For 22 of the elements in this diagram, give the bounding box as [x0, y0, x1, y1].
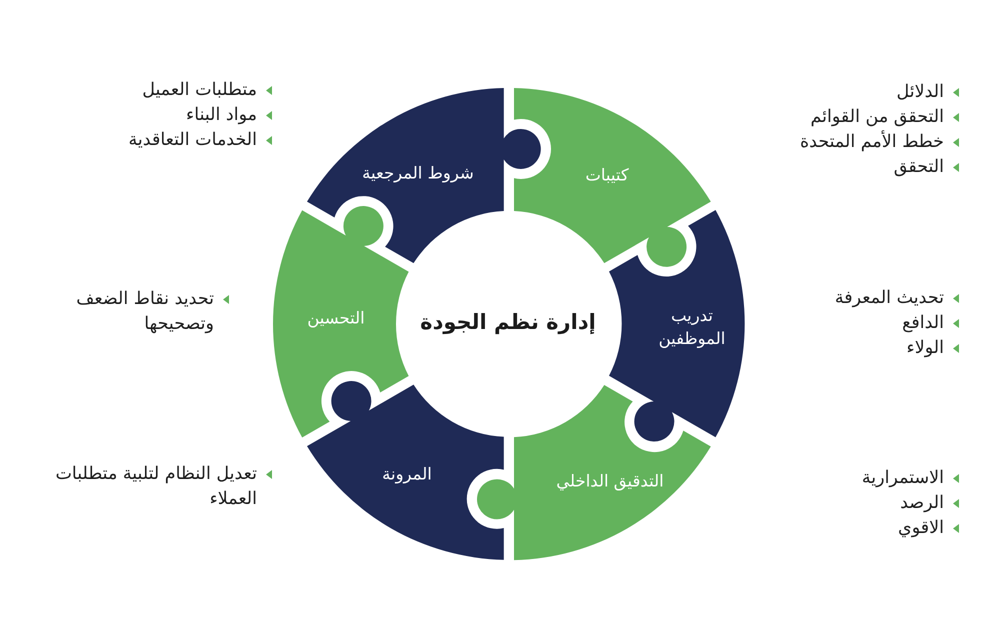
center-label: إدارة نظم الجودة [420, 310, 596, 334]
list-item: مواد البناء [186, 104, 257, 126]
list-item: التحقق من القوائم [810, 106, 944, 128]
list-item: تحديث المعرفة [834, 286, 944, 310]
list-item: الخدمات التعاقدية [128, 128, 257, 152]
piece-label: شروط المرجعية [362, 162, 474, 184]
list-item: تحديد نقاط الضعف وتصحيحها [75, 288, 214, 336]
list-item: متطلبات العميل [142, 78, 257, 102]
piece-label: تدريب الموظفين [658, 304, 726, 350]
list-item: الرصد [900, 492, 944, 514]
list-item: التحقق [894, 156, 944, 178]
list-item: خطط الأمم المتحدة [800, 130, 944, 154]
piece-label: كتيبات [585, 164, 629, 186]
piece-label: التدقيق الداخلي [556, 470, 664, 492]
list-item: الاستمرارية [862, 466, 944, 490]
piece-label: التحسين [307, 307, 365, 330]
list-item: الدافع [902, 312, 944, 334]
piece-label: المرونة [382, 463, 432, 486]
list-item: تعديل النظام لتلبية متطلبات العملاء [54, 462, 257, 510]
list-item: الاقوي [898, 516, 944, 540]
list-item: الولاء [906, 336, 944, 360]
list-item: الدلائل [896, 80, 944, 104]
